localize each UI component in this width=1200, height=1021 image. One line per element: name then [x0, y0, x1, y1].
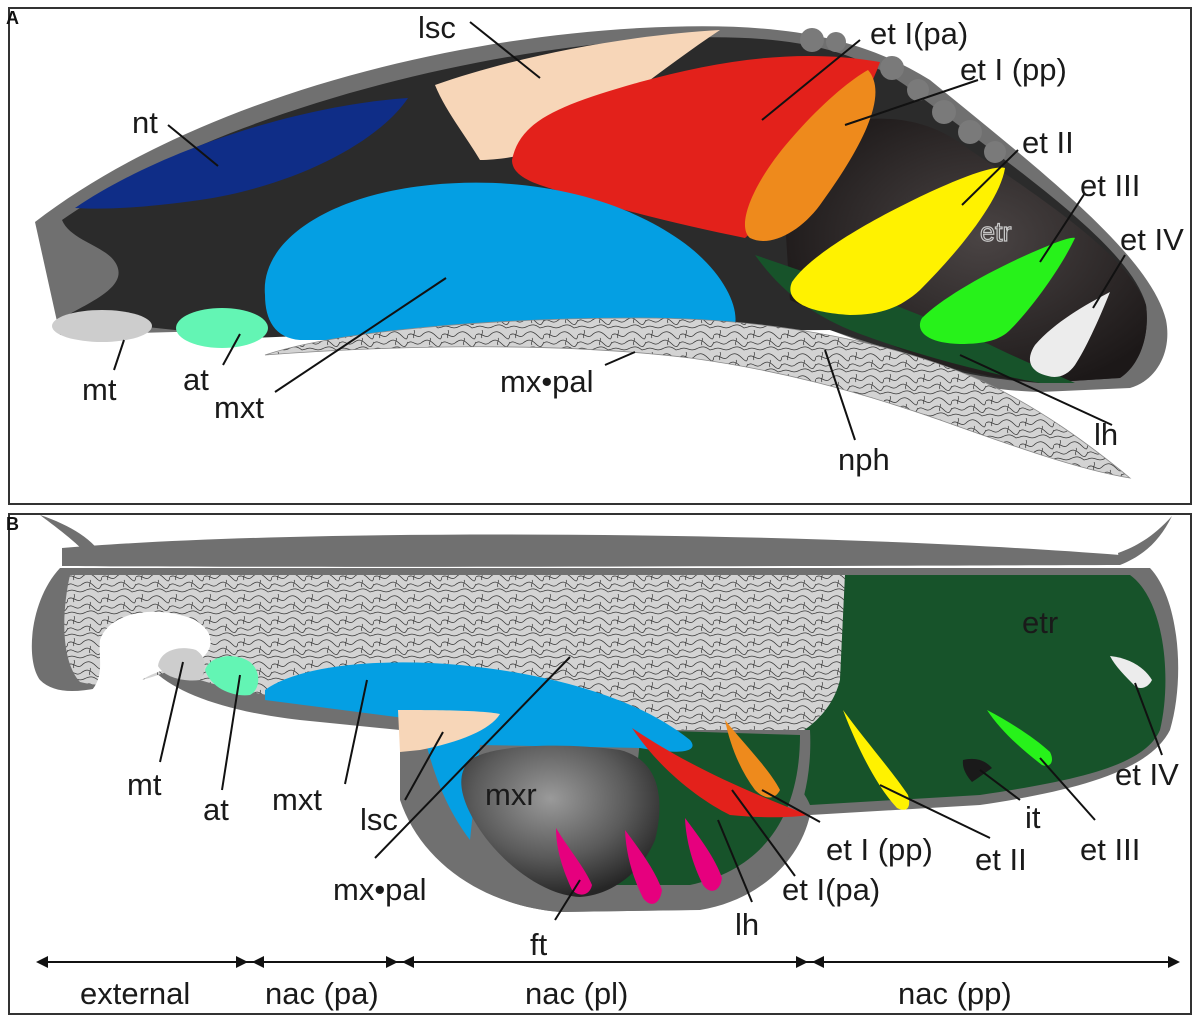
et2-shape-b	[843, 710, 910, 810]
et4-shape-a	[1029, 292, 1110, 377]
mt-shape-a	[52, 310, 152, 342]
label-b-et2: et II	[975, 842, 1027, 877]
label-b-etr: etr	[1022, 605, 1058, 640]
label-a-et4: et IV	[1120, 222, 1184, 257]
label-a-nph: nph	[838, 442, 890, 477]
front-cavity-b	[92, 611, 211, 697]
label-a-et1pp: et I (pp)	[960, 52, 1067, 87]
mt-shape-b	[158, 648, 205, 681]
label-a-mxpal: mx•pal	[500, 364, 594, 399]
et1pp-shape-a	[744, 70, 876, 242]
mxt-shape-a	[264, 182, 736, 342]
mxr-shape-b	[461, 745, 660, 897]
label-a-et1pa: et I(pa)	[870, 16, 968, 51]
ft-tooth-3	[685, 818, 722, 891]
ft-tooth-2	[625, 830, 662, 904]
label-b-lsc: lsc	[360, 802, 398, 837]
label-b-mt: mt	[127, 767, 162, 802]
et1pp-shape-b	[725, 720, 780, 798]
lsc-shape-b	[398, 710, 500, 752]
label-a-mt: mt	[82, 372, 117, 407]
mxpal-shape-a	[264, 317, 1132, 479]
label-b-mxt: mxt	[272, 782, 322, 817]
leader-lines-b	[159, 656, 1163, 921]
label-b-et3: et III	[1080, 832, 1140, 867]
label-a-nt: nt	[132, 105, 158, 140]
etr-region-b	[700, 575, 1166, 805]
label-a-etr: etr	[980, 217, 1012, 247]
region-label-nac-pa: nac (pa)	[265, 976, 379, 1011]
et3-shape-a	[919, 237, 1075, 344]
label-b-et1pa: et I(pa)	[782, 872, 880, 907]
label-b-it: it	[1025, 800, 1041, 835]
region-label-nac-pl: nac (pl)	[525, 976, 628, 1011]
it-shape-b	[962, 758, 992, 782]
left-horn-b	[40, 515, 105, 560]
top-bar-b	[62, 534, 1120, 567]
label-b-lh: lh	[735, 907, 759, 942]
et3-shape-b	[987, 710, 1053, 766]
at-shape-b	[205, 656, 259, 696]
region-arrows	[36, 956, 1180, 968]
label-a-et2: et II	[1022, 125, 1074, 160]
ft-tooth-1	[556, 828, 592, 895]
label-b-mxpal: mx•pal	[333, 872, 427, 907]
lsc-shape-a	[435, 30, 720, 160]
dorsal-bumps	[800, 28, 1006, 163]
label-b-et1pp: et I (pp)	[826, 832, 933, 867]
label-b-et4: et IV	[1115, 757, 1179, 792]
et1pa-shape-b	[632, 728, 808, 818]
panel-a: A	[6, 7, 1192, 505]
right-horn-b	[1118, 516, 1172, 565]
panel-b-letter: B	[6, 514, 19, 534]
label-b-at: at	[203, 792, 229, 827]
region-label-nac-pp: nac (pp)	[898, 976, 1012, 1011]
et4-shape-b	[1110, 656, 1152, 688]
region-label-external: external	[80, 976, 190, 1011]
label-a-et3: et III	[1080, 168, 1140, 203]
panel-a-letter: A	[6, 8, 19, 28]
label-a-mxt: mxt	[214, 390, 264, 425]
label-b-mxr: mxr	[485, 777, 537, 812]
label-a-at: at	[183, 362, 209, 397]
nt-shape	[75, 98, 408, 209]
at-shape-a	[176, 308, 268, 348]
leader-lines-a	[113, 21, 1126, 441]
panel-b: B	[6, 513, 1192, 1015]
label-b-ft: ft	[530, 927, 548, 962]
et2-shape-a	[790, 167, 1005, 315]
label-a-lh: lh	[1094, 417, 1118, 452]
label-a-lsc: lsc	[418, 10, 456, 45]
